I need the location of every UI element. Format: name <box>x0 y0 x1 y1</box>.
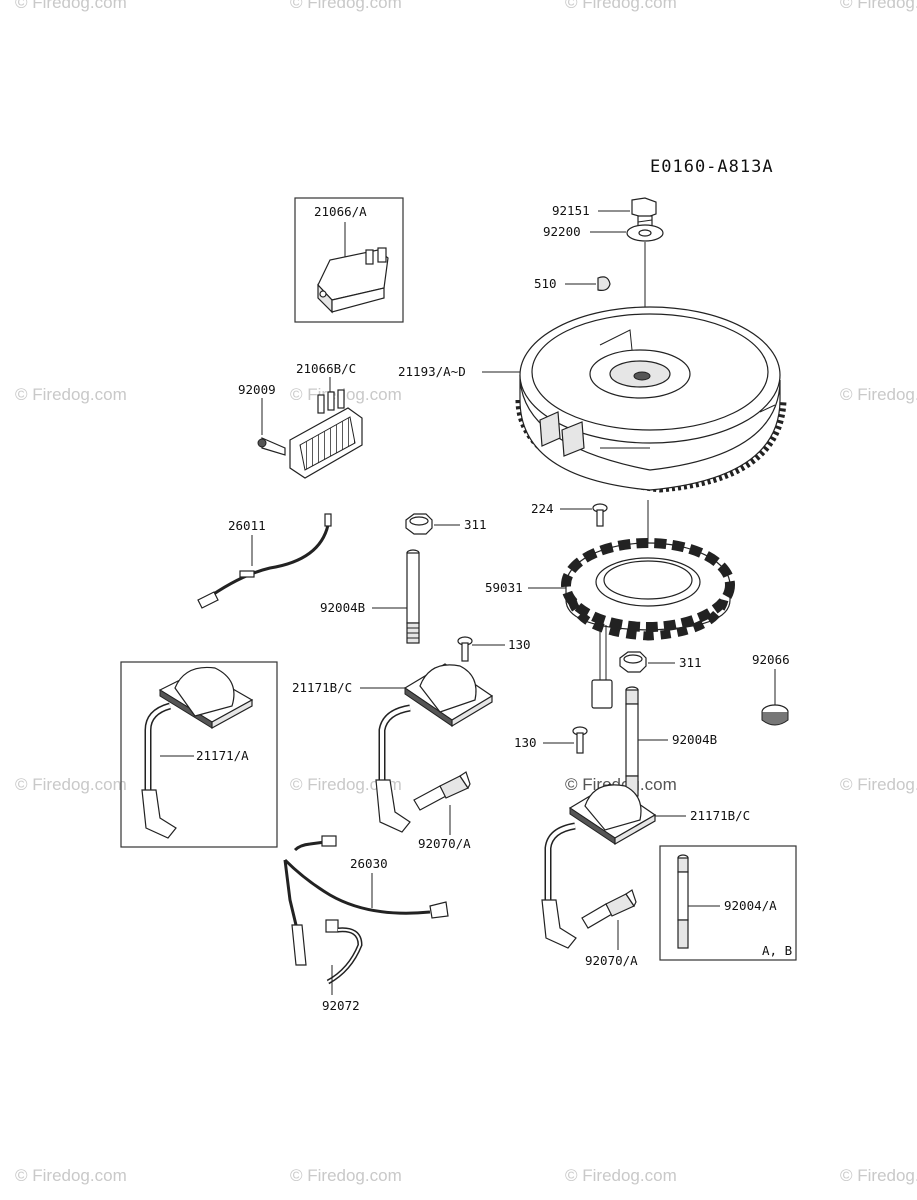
part-box-21066a <box>294 197 404 323</box>
key-part <box>597 276 611 291</box>
screw-part <box>572 726 588 754</box>
part-label[interactable]: 26011 <box>228 518 266 533</box>
watermark: © Firedog.com <box>290 0 402 12</box>
screw-part <box>457 636 473 662</box>
part-label[interactable]: 21066B/C <box>296 361 356 376</box>
part-label[interactable]: 21193/A~D <box>398 364 466 379</box>
part-label[interactable]: 92200 <box>543 224 581 239</box>
ignition-coil-part <box>541 783 657 949</box>
part-label[interactable]: 92070/A <box>585 953 638 968</box>
watermark: © Firedog.com <box>840 1166 917 1185</box>
ignition-coil-part <box>141 666 254 839</box>
wire-part <box>197 513 332 609</box>
watermark: © Firedog.com <box>565 1166 677 1185</box>
flywheel-part <box>515 306 787 493</box>
watermark: © Firedog.com <box>15 775 127 794</box>
diagram-code: E0160-A813A <box>650 157 774 177</box>
part-label[interactable]: 92070/A <box>418 836 471 851</box>
watermark: © Firedog.com <box>15 385 127 404</box>
screw-part <box>592 503 608 527</box>
part-label[interactable]: 92004/A <box>724 898 777 913</box>
watermark: © Firedog.com <box>15 1166 127 1185</box>
part-box-92004a <box>659 845 797 961</box>
variant-label: A, B <box>762 943 792 958</box>
ignition-coil-part <box>375 663 494 833</box>
watermark: © Firedog.com <box>290 1166 402 1185</box>
watermark: © Firedog.com <box>840 0 917 12</box>
wire-harness-part <box>283 835 449 966</box>
part-label[interactable]: 21171/A <box>196 748 249 763</box>
part-label[interactable]: 59031 <box>485 580 523 595</box>
watermark: © Firedog.com <box>15 0 127 12</box>
spark-plug-part <box>581 889 637 929</box>
grommet-part <box>761 704 789 726</box>
part-label[interactable]: 311 <box>679 655 702 670</box>
part-label[interactable]: 92009 <box>238 382 276 397</box>
part-label[interactable]: 21066/A <box>314 204 367 219</box>
part-label[interactable]: 92004B <box>672 732 717 747</box>
stator-part <box>561 538 735 641</box>
part-label[interactable]: 92004B <box>320 600 365 615</box>
watermark: © Firedog.com <box>840 385 917 404</box>
part-label[interactable]: 510 <box>534 276 557 291</box>
lead-wire-part <box>325 919 363 985</box>
stud-part <box>677 854 689 949</box>
part-label[interactable]: 21171B/C <box>690 808 750 823</box>
nut-part <box>619 651 647 673</box>
part-label[interactable]: 130 <box>514 735 537 750</box>
part-label[interactable]: 311 <box>464 517 487 532</box>
regulator-bracket-part <box>317 247 389 314</box>
watermark: © Firedog.com <box>565 0 677 12</box>
part-label[interactable]: 130 <box>508 637 531 652</box>
part-box-21171a <box>120 661 278 848</box>
part-label[interactable]: 92066 <box>752 652 790 667</box>
watermark: © Firedog.com <box>840 775 917 794</box>
part-label[interactable]: 224 <box>531 501 554 516</box>
regulator-part <box>257 389 363 479</box>
part-label[interactable]: 26030 <box>350 856 388 871</box>
nut-part <box>405 513 433 535</box>
part-label[interactable]: 92072 <box>322 998 360 1013</box>
watermark: © Firedog.com <box>290 775 402 794</box>
part-label[interactable]: 21171B/C <box>292 680 352 695</box>
stud-part <box>406 549 420 644</box>
connector-part <box>591 679 613 709</box>
spark-plug-part <box>413 771 471 811</box>
part-label[interactable]: 92151 <box>552 203 590 218</box>
watermark: © Firedog.com <box>565 775 677 794</box>
stud-part <box>625 686 639 797</box>
